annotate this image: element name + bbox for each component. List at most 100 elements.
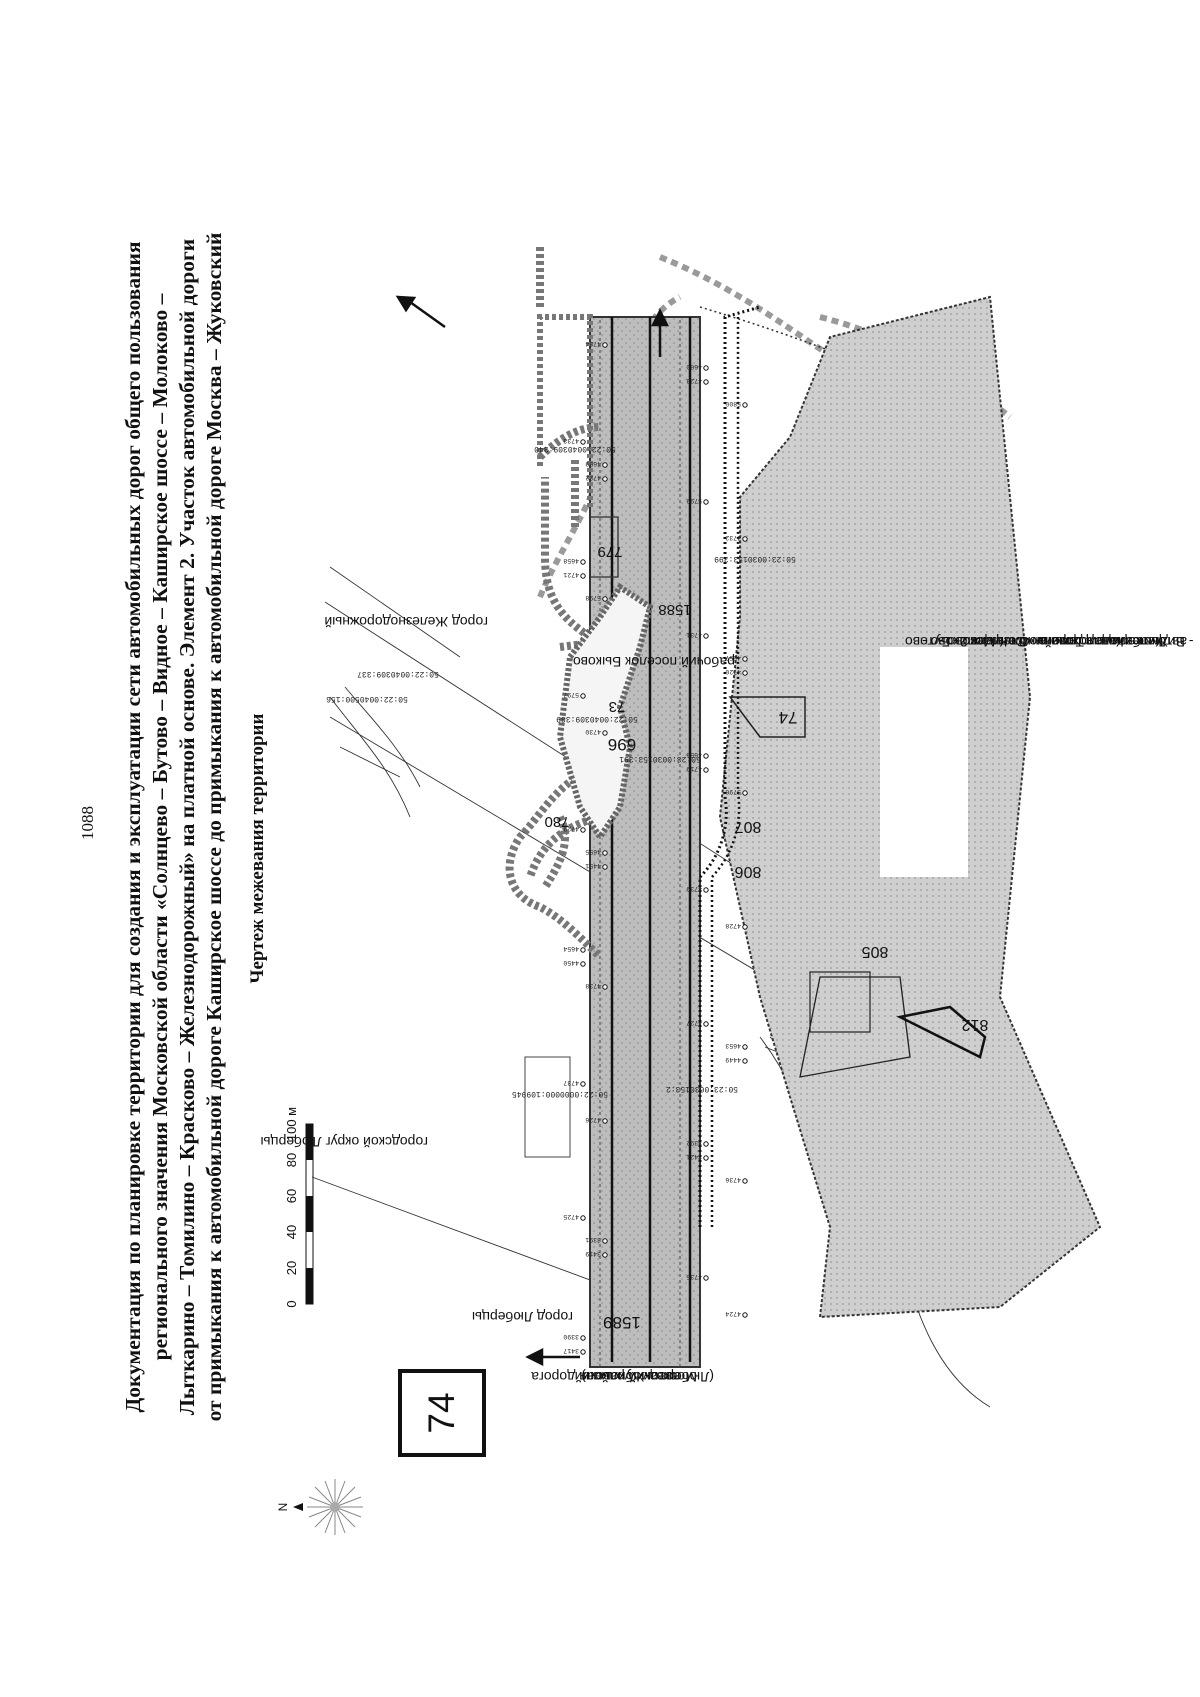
survey-point-number: 4731	[686, 631, 702, 638]
plot-number: 779	[597, 543, 622, 560]
survey-point-marker	[580, 827, 586, 833]
survey-point-number: 5796	[725, 788, 741, 795]
survey-point-marker	[602, 984, 608, 990]
survey-point-number: 4736	[725, 1176, 741, 1183]
survey-point-number: 4729	[563, 825, 579, 832]
road-note-line: Лыткарино - Томилино - Красково -	[939, 634, 1168, 650]
survey-point-number: 4657	[725, 654, 741, 661]
interchange-ramps	[505, 423, 603, 960]
plot-number: 805	[862, 943, 889, 960]
survey-point-marker	[602, 850, 608, 856]
road-centerlines	[610, 317, 692, 1362]
survey-point-marker	[703, 365, 709, 371]
survey-point-number: 4655	[585, 848, 601, 855]
survey-point-marker	[602, 596, 608, 602]
survey-point-number: 4656	[686, 751, 702, 758]
road-note-line: автомобильная дорога «Солнцево - Бутово	[905, 634, 1187, 650]
survey-point-number: 4722	[585, 474, 601, 481]
road-edge-lines	[599, 317, 681, 1367]
plot-number: 1588	[658, 601, 691, 618]
survey-point-number: 5798	[585, 594, 601, 601]
survey-point-marker	[703, 499, 709, 505]
survey-point-number: 4737	[563, 1079, 579, 1086]
survey-point-marker	[742, 656, 748, 662]
label-lyubertsy-city: город Люберцы	[472, 1309, 573, 1325]
survey-point-number: 4450	[563, 959, 579, 966]
survey-point-number: 4720	[725, 668, 741, 675]
label-zheleznodorozhny: город Железнодорожный	[324, 614, 488, 630]
survey-point-marker	[742, 1058, 748, 1064]
survey-point-marker	[602, 462, 608, 468]
scale-bar: 0 20 40 60 80 100 м	[284, 1107, 314, 1308]
survey-point-marker	[602, 342, 608, 348]
survey-point-number: 3419	[585, 1250, 601, 1257]
survey-point-number: 4735	[686, 1273, 702, 1280]
survey-point-number: 4653	[725, 1042, 741, 1049]
survey-point-number: 5800	[725, 400, 741, 407]
survey-point-number: 4734	[585, 340, 601, 347]
survey-point-marker	[602, 1118, 608, 1124]
plot-number: 780	[544, 813, 569, 830]
plot-number: 812	[962, 1016, 989, 1033]
survey-point-number: 4721	[563, 571, 579, 578]
survey-point-marker	[580, 1335, 586, 1341]
plot-73-area	[556, 582, 654, 843]
compass-letter: N	[276, 1503, 290, 1512]
plot-number: 74	[779, 708, 798, 727]
survey-point-marker	[602, 864, 608, 870]
survey-point-number: 4658	[563, 557, 579, 564]
survey-point-marker	[742, 790, 748, 796]
survey-point-number: 4451	[585, 862, 601, 869]
survey-point-number: 5799	[686, 497, 702, 504]
survey-point-number: 4659	[585, 460, 601, 467]
survey-point-number: 3392	[686, 1139, 702, 1146]
survey-point-number: 4719	[686, 765, 702, 772]
survey-point-number: 4739	[686, 885, 702, 892]
cadastral-number: 50:23:0030153:391	[619, 754, 701, 763]
survey-point-number: 4660	[686, 363, 702, 370]
label-road-line: автомобильная дорога	[531, 1369, 680, 1385]
scale-tick-label: 40	[284, 1225, 299, 1239]
road-note: автомобильная дорога «Солнцево - Бутово …	[880, 634, 1194, 877]
label-road-line: (Люберецкий район)	[581, 1369, 714, 1385]
scale-tick-label: 0	[284, 1300, 299, 1307]
label-bykovo: рабочий поселок Быково	[573, 654, 735, 670]
plot-74-outline	[728, 696, 806, 738]
survey-point-number: 4732	[725, 534, 741, 541]
plot-number: 1589	[603, 1313, 641, 1332]
scale-tick-label: 20	[284, 1261, 299, 1275]
scale-tick-label: 100 м	[284, 1107, 299, 1141]
survey-point-marker	[703, 753, 709, 759]
survey-point-marker	[602, 1238, 608, 1244]
road-note-line: - Видное - Каширское шоссе - Молоково -	[922, 634, 1194, 650]
survey-point-number: 4730	[585, 728, 601, 735]
cadastral-number: 50:23:0030153:2	[666, 1084, 738, 1093]
survey-point-marker	[580, 693, 586, 699]
road-corridor	[589, 316, 701, 1368]
survey-point-number: 3390	[563, 1333, 579, 1340]
plot-number: 806	[735, 863, 762, 880]
survey-point-marker	[742, 1178, 748, 1184]
survey-point-number: 3391	[585, 1236, 601, 1243]
label-road-line: Москва-Жуковский	[575, 1369, 697, 1385]
survey-point-marker	[580, 573, 586, 579]
road-note-line: Железнодорожный». Элемент 2.	[956, 634, 1168, 650]
cadastral-number: 50:22:0000000:109945	[512, 1089, 608, 1098]
cadastral-number: 50:22:0040309:337	[357, 669, 439, 678]
plot-number: 807	[735, 818, 762, 835]
survey-point-number: 4726	[585, 1116, 601, 1123]
survey-point-marker	[580, 947, 586, 953]
survey-point-number: 4723	[686, 377, 702, 384]
survey-point-number: 3421	[686, 1153, 702, 1160]
plot-805-outline	[799, 976, 911, 1078]
survey-point-number: 3417	[563, 1347, 579, 1354]
survey-point-marker	[742, 924, 748, 930]
survey-point-marker	[742, 670, 748, 676]
survey-point-number: 5797	[563, 691, 579, 698]
survey-point-number: 4449	[725, 1056, 741, 1063]
survey-point-marker	[703, 1275, 709, 1281]
survey-points: 3417 3419 3421 4449 4450 4451 4719 4720 4721 4722…	[563, 340, 748, 1355]
survey-point-marker	[580, 1349, 586, 1355]
survey-point-number: 4728	[725, 922, 741, 929]
